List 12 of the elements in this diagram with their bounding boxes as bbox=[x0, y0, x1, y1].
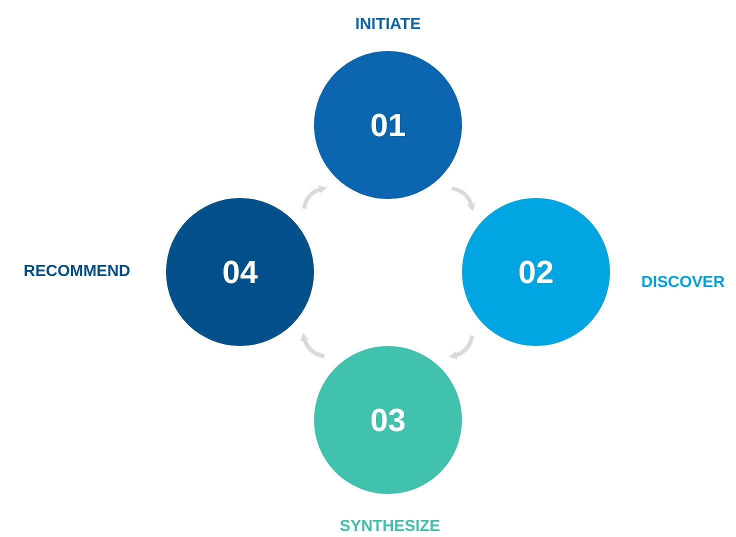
step-title: INITIATE bbox=[355, 16, 421, 34]
step-number: 04 bbox=[222, 254, 258, 290]
step-title: SYNTHESIZE bbox=[340, 518, 440, 536]
curved-arrow bbox=[451, 186, 475, 212]
step-number: 01 bbox=[370, 106, 406, 144]
step-title: DISCOVER bbox=[641, 274, 725, 292]
curved-arrow bbox=[448, 335, 474, 360]
curved-arrow bbox=[300, 332, 325, 358]
step-title: RECOMMEND bbox=[24, 263, 130, 281]
curved-arrow bbox=[302, 186, 328, 209]
step-number: 02 bbox=[518, 254, 554, 290]
step-number: 03 bbox=[370, 402, 406, 438]
